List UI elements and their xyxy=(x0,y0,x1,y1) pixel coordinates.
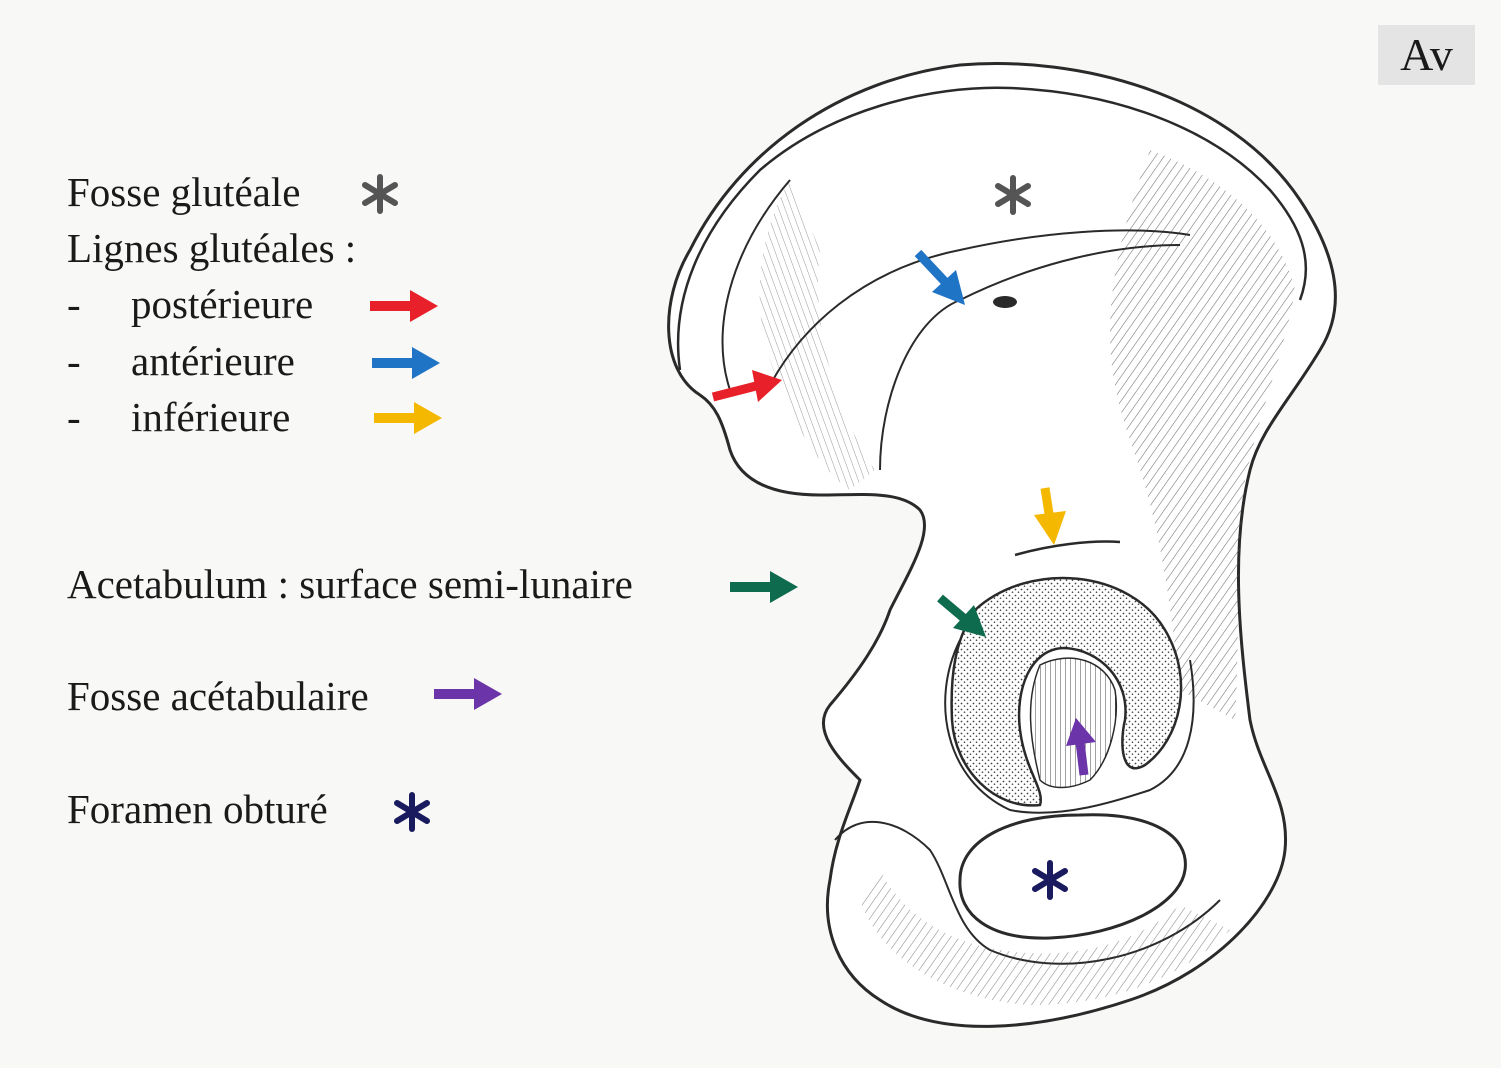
arrow-yellow-inferior-line xyxy=(1034,487,1066,545)
label-acetabulum: Acetabulum : surface semi-lunaire xyxy=(67,561,633,607)
orientation-label: Av xyxy=(1378,25,1475,85)
asterisk-icon xyxy=(362,174,398,214)
list-dash: - xyxy=(67,281,81,327)
label-anterieure: antérieure xyxy=(131,338,295,384)
obturator-foramen xyxy=(958,813,1187,940)
acetabulum-surface xyxy=(950,576,1183,807)
asterisk-icon xyxy=(1032,860,1068,900)
label-posterieure: postérieure xyxy=(131,281,314,327)
list-dash: - xyxy=(67,394,81,440)
label-lignes-gluteales: Lignes glutéales : xyxy=(67,225,357,271)
label-foramen-obture: Foramen obturé xyxy=(67,786,328,832)
asterisk-icon xyxy=(394,792,430,832)
arrow-purple-fossa xyxy=(1066,718,1096,776)
arrow-right-icon xyxy=(374,402,442,434)
acetabular-fossa xyxy=(1029,657,1117,789)
asterisk-icon xyxy=(995,175,1031,215)
arrow-right-icon xyxy=(370,290,438,322)
label-fosse-acetabulaire: Fosse acétabulaire xyxy=(67,673,369,719)
arrow-right-icon xyxy=(434,678,502,710)
arrow-blue-anterior-line xyxy=(914,249,965,305)
label-fosse-gluteale: Fosse glutéale xyxy=(67,169,301,215)
arrow-right-icon xyxy=(730,571,798,603)
arrow-right-icon xyxy=(372,347,440,379)
list-dash: - xyxy=(67,338,81,384)
arrow-green-acetabulum xyxy=(937,594,986,637)
label-inferieure: inférieure xyxy=(131,394,291,440)
arrow-red-posterior-line xyxy=(711,370,782,402)
